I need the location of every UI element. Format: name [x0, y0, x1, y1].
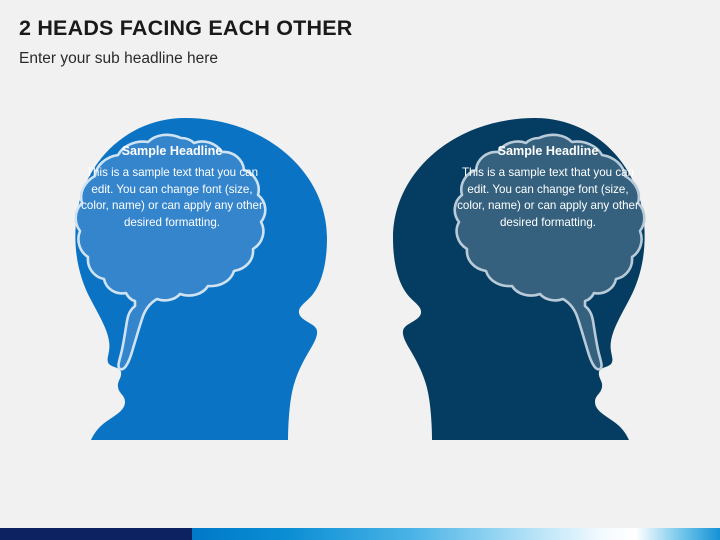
- page-title: 2 HEADS FACING EACH OTHER: [19, 16, 353, 40]
- brain-shape: [74, 133, 267, 371]
- brain-shape: [453, 133, 646, 371]
- footer-gradient-segment: [192, 528, 720, 540]
- footer-navy-segment: [0, 528, 192, 540]
- left-head-silhouette: [74, 118, 327, 440]
- right-head-silhouette: [393, 118, 646, 440]
- right-head-figure[interactable]: Sample Headline This is a sample text th…: [375, 110, 665, 440]
- page-subtitle: Enter your sub headline here: [19, 50, 219, 67]
- left-head-figure[interactable]: Sample Headline This is a sample text th…: [55, 110, 345, 440]
- footer-accent-bar: [0, 528, 720, 540]
